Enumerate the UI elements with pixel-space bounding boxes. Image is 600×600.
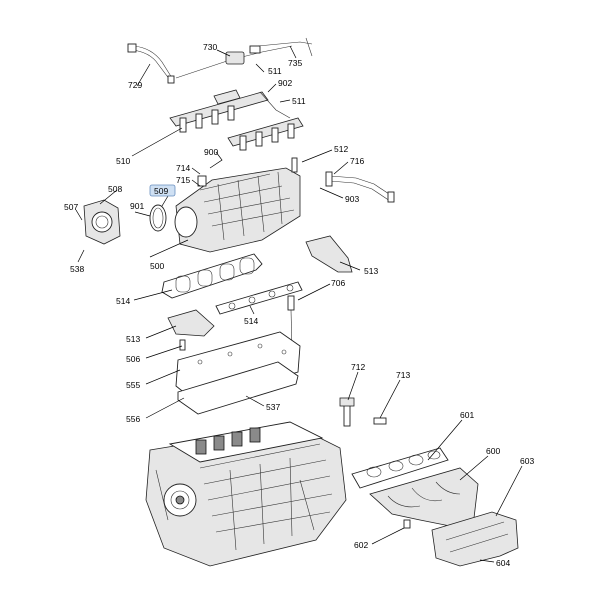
callout-537: 537 [266, 402, 280, 412]
cover-pad-513-upper [305, 235, 353, 273]
sensor-712 [339, 397, 355, 427]
callout-713: 713 [396, 370, 410, 380]
callout-506: 506 [126, 354, 140, 364]
cover-pad-513-lower [167, 309, 215, 337]
bolt-713 [373, 417, 387, 425]
callout-715: 715 [176, 175, 190, 185]
callout-735: 735 [288, 58, 302, 68]
callout-555: 555 [126, 380, 140, 390]
heat-shield-603 [431, 511, 519, 567]
callout-729: 729 [128, 80, 142, 90]
callout-714: 714 [176, 163, 190, 173]
intake-manifold-500 [174, 157, 301, 253]
valley-gasket-556 [177, 361, 299, 415]
callout-508: 508 [108, 184, 122, 194]
callout-511-upper: 511 [268, 66, 282, 76]
callout-603: 603 [520, 456, 534, 466]
booster-hose-716 [325, 171, 395, 203]
callout-600: 600 [486, 446, 500, 456]
callout-513-lower: 513 [126, 334, 140, 344]
callout-510: 510 [116, 156, 130, 166]
callout-509-highlight [149, 184, 176, 197]
fuel-rail-510 [169, 89, 304, 151]
purge-valve-730 [175, 37, 313, 79]
callout-706: 706 [331, 278, 345, 288]
callout-514-right: 514 [244, 316, 258, 326]
callout-538: 538 [70, 264, 84, 274]
callout-509: 509 [154, 186, 168, 196]
callout-716: 716 [350, 156, 364, 166]
evap-tube-729 [127, 43, 175, 84]
callout-901: 901 [130, 201, 144, 211]
callout-507: 507 [64, 202, 78, 212]
callout-514-left: 514 [116, 296, 130, 306]
intake-gasket-514-right [215, 281, 303, 315]
callout-730: 730 [203, 42, 217, 52]
exhaust-gasket-601 [351, 447, 449, 489]
callout-500: 500 [150, 261, 164, 271]
bolt-506 [179, 339, 186, 351]
callout-512: 512 [334, 144, 348, 154]
callout-labels: 729 730 735 511 902 511 510 512 716 900 … [64, 42, 534, 568]
callout-513-upper: 513 [364, 266, 378, 276]
callout-604: 604 [496, 558, 510, 568]
callout-900: 900 [204, 147, 218, 157]
callout-511-lower: 511 [292, 96, 306, 106]
leader-lines [75, 45, 523, 563]
callout-712: 712 [351, 362, 365, 372]
callout-903: 903 [345, 194, 359, 204]
intake-gasket-514-left [161, 253, 263, 299]
callout-902: 902 [278, 78, 292, 88]
throttle-body-508 [83, 199, 121, 245]
callout-602: 602 [354, 540, 368, 550]
gasket-509 [149, 204, 167, 232]
callout-556: 556 [126, 414, 140, 424]
callout-601: 601 [460, 410, 474, 420]
engine-block [145, 421, 347, 567]
